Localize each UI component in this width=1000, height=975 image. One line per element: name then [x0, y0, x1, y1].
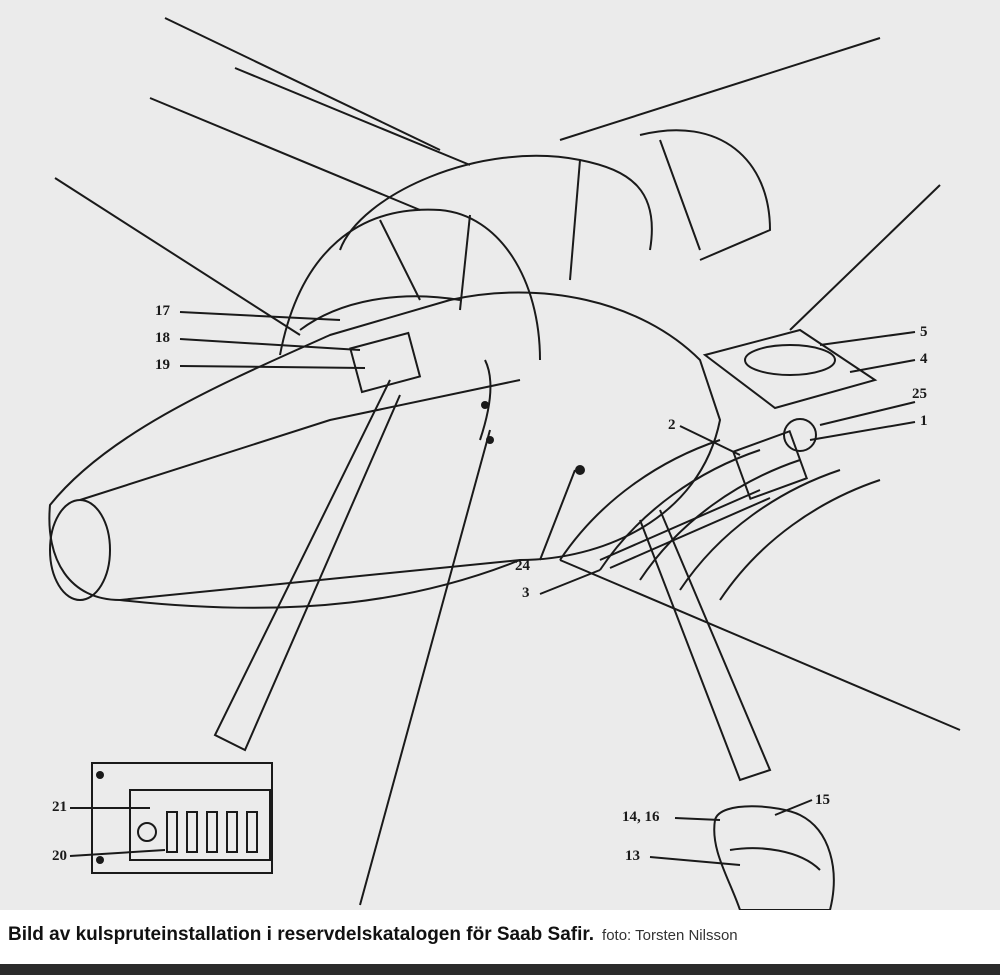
- leader-line: [69, 849, 166, 857]
- panel-window: [744, 344, 836, 376]
- fuselage-line: [119, 559, 521, 609]
- switch-panel-inner: [129, 789, 271, 861]
- callout-24: 24: [515, 558, 530, 574]
- callout-5: 5: [920, 324, 928, 340]
- wing-line: [559, 37, 881, 141]
- gun-barrel: [599, 489, 761, 561]
- canopy-frame: [569, 159, 581, 281]
- gun-barrel: [609, 497, 771, 569]
- canopy-frame: [279, 208, 541, 361]
- wing-line: [234, 67, 471, 166]
- toggle-switch: [246, 811, 258, 853]
- leader-line: [809, 421, 916, 441]
- leader-line: [179, 311, 341, 321]
- callout-4: 4: [920, 351, 928, 367]
- wing-rib: [599, 449, 761, 571]
- callout-15: 15: [815, 792, 830, 808]
- callout-21: 21: [52, 799, 67, 815]
- leader-line: [649, 856, 741, 866]
- toggle-switch: [206, 811, 218, 853]
- gun-breech: [783, 418, 817, 452]
- pointer-arrow: [359, 429, 491, 906]
- toggle-switch: [226, 811, 238, 853]
- leader-line: [539, 469, 576, 561]
- fuselage-line: [79, 379, 521, 501]
- leader-line: [819, 401, 916, 426]
- fuselage-outline: [48, 291, 722, 602]
- wing-line: [164, 17, 441, 151]
- leader-line: [774, 799, 813, 816]
- leader-line: [819, 331, 916, 346]
- callout-2: 2: [668, 417, 676, 433]
- switch-panel: [91, 762, 273, 874]
- caption-text: Bild av kulspruteinstallation i reservde…: [8, 924, 595, 945]
- control-grip: [729, 847, 821, 871]
- leader-line: [539, 569, 601, 595]
- wing-rib: [559, 439, 721, 561]
- gun-installation-drawing: [48, 17, 961, 910]
- control-stick: [479, 359, 492, 441]
- nose-ring: [49, 499, 111, 601]
- manual-illustration: 17 18 19 5 4 25 2 1 24 3 21 20 14, 16 15…: [0, 0, 1000, 910]
- callout-18: 18: [155, 330, 170, 346]
- bottom-bar: [0, 964, 1000, 975]
- callout-25: 25: [912, 386, 927, 402]
- leader-line: [679, 425, 741, 456]
- photo-credit: foto: Torsten Nilsson: [602, 927, 738, 944]
- leader-line: [674, 817, 721, 821]
- image-caption: Bild av kulspruteinstallation i reservde…: [8, 924, 738, 946]
- leader-line: [179, 338, 361, 351]
- canopy-frame: [339, 154, 653, 251]
- callout-19: 19: [155, 357, 170, 373]
- leader-line: [179, 365, 366, 369]
- canopy-frame: [379, 219, 421, 301]
- canopy-frame: [299, 295, 461, 331]
- gun-body: [731, 429, 809, 501]
- panel-knob: [137, 822, 157, 842]
- wing-line: [149, 97, 421, 211]
- canopy-frame: [639, 129, 772, 261]
- wing-line: [789, 184, 941, 331]
- access-panel: [702, 328, 878, 410]
- toggle-switch: [166, 811, 178, 853]
- pointer-arrow: [639, 509, 772, 782]
- wing-line: [559, 559, 961, 731]
- wing-line: [54, 177, 301, 336]
- wing-rib: [679, 469, 841, 591]
- wing-rib: [719, 479, 881, 601]
- pointer-arrow: [213, 379, 401, 752]
- callout-14-16: 14, 16: [622, 809, 660, 825]
- toggle-switch: [186, 811, 198, 853]
- canopy-frame: [459, 214, 471, 311]
- callout-1: 1: [920, 413, 928, 429]
- callout-3: 3: [522, 585, 530, 601]
- control-grip: [713, 805, 835, 910]
- callout-17: 17: [155, 303, 170, 319]
- leader-line: [849, 359, 916, 373]
- callout-20: 20: [52, 848, 67, 864]
- callout-13: 13: [625, 848, 640, 864]
- gun-sight: [349, 331, 422, 394]
- canopy-frame: [659, 139, 701, 251]
